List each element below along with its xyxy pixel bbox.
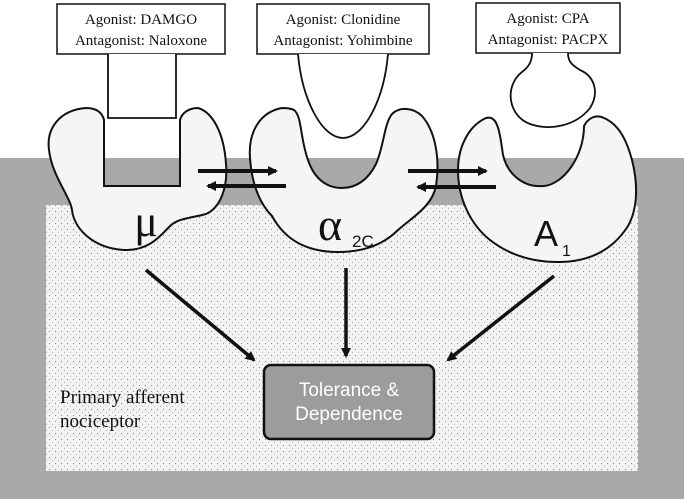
- receptor-symbol-a1: A: [534, 213, 558, 254]
- ligand-shape-a1: [509, 52, 596, 128]
- outcome-label-line2: Dependence: [295, 404, 403, 425]
- agonist-label-mu: Agonist: DAMGO: [85, 12, 197, 28]
- receptor-mu: [47, 106, 228, 252]
- outcome-box: [262, 363, 436, 441]
- arrow-mu-to-outcome: [144, 268, 256, 362]
- receptor-a1: [456, 115, 638, 264]
- ligand-box-mu: Agonist: DAMGO Antagonist: Naloxone: [56, 3, 226, 55]
- receptor-symbol-alpha2c: α: [318, 199, 342, 250]
- antagonist-label-alpha2c: Antagonist: Yohimbine: [273, 33, 413, 49]
- outcome-label-line1: Tolerance &: [299, 380, 400, 401]
- ligand-shape-alpha2c: [297, 53, 389, 139]
- cell-label-line2: nociceptor: [60, 411, 141, 432]
- antagonist-label-a1: Antagonist: PACPX: [488, 32, 609, 48]
- receptor-subscript-alpha2c: 2C: [352, 232, 374, 251]
- ligand-box-alpha2c: Agonist: Clonidine Antagonist: Yohimbine: [256, 3, 430, 55]
- antagonist-label-mu: Antagonist: Naloxone: [75, 33, 207, 49]
- agonist-label-alpha2c: Agonist: Clonidine: [286, 12, 401, 28]
- ligand-box-a1: Agonist: CPA Antagonist: PACPX: [475, 2, 621, 54]
- receptor-subscript-a1: 1: [562, 243, 571, 260]
- arrow-a1-to-outcome: [446, 274, 556, 362]
- receptor-alpha2c: [248, 106, 439, 254]
- agonist-label-a1: Agonist: CPA: [506, 11, 589, 27]
- cell-label-line1: Primary afferent: [60, 387, 185, 408]
- ligand-shape-mu: [107, 54, 177, 119]
- receptor-symbol-mu: μ: [134, 197, 158, 246]
